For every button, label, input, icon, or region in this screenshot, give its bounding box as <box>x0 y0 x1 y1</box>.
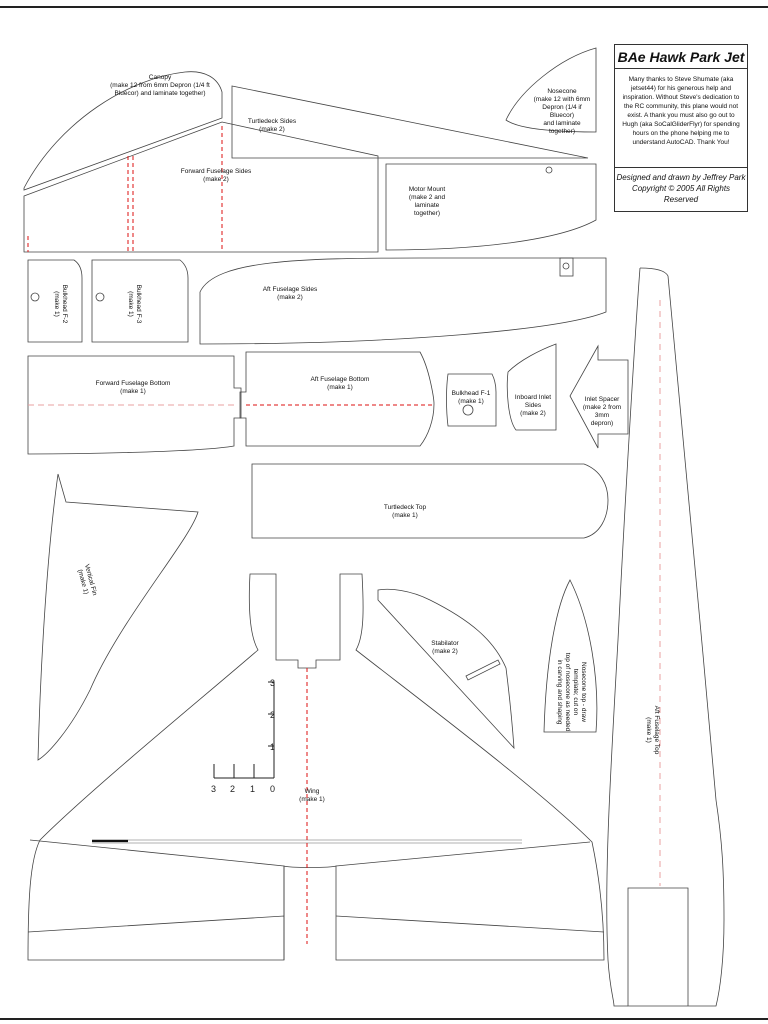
aft-fuselage-top-label: Aft Fuselage Top(make 1) <box>645 705 660 755</box>
bulkhead-f2-label: Bulkhead F-2(make 1) <box>53 284 68 324</box>
scale-label-v1: 1 <box>270 742 276 752</box>
inboard-inlet-sides-outline <box>506 343 557 431</box>
scale-label-h2: 2 <box>230 784 236 794</box>
acknowledgement-text: Many thanks to Steve Shumate (aka jetset… <box>622 76 740 146</box>
bulkhead-f2-outline <box>27 259 83 343</box>
canopy-outline <box>23 71 223 191</box>
bulkhead-f1-outline <box>446 373 497 427</box>
forward-fuselage-sides-outline <box>23 121 379 253</box>
scale-ruler <box>213 681 275 779</box>
aft-fuselage-sides-notch <box>559 257 574 277</box>
canopy-label: Canopy(make 12 from 6mm Depron (1/4 ft B… <box>110 74 210 97</box>
forward-fuselage-sides-label: Forward Fuselage Sides(make 2) <box>180 168 252 183</box>
title-block: BAe Hawk Park Jet Many thanks to Steve S… <box>614 44 748 212</box>
motor-mount-outline <box>385 163 597 251</box>
copyright-notice: Copyright © 2005 All Rights Reserved <box>631 184 731 204</box>
motor-mount-label: Motor Mount(make 2 and laminate together… <box>408 186 446 217</box>
wing-inner-right <box>335 841 591 867</box>
inlet-spacer-outline <box>569 344 629 449</box>
turtledeck-sides-label: Turtledeck Sides(make 2) <box>247 118 297 133</box>
nosecone-label: Nosecone(make 12 with 6mm Depron (1/4 if… <box>533 88 591 135</box>
nosecone-top-outline <box>543 579 598 733</box>
turtledeck-sides-outline <box>231 85 589 159</box>
stabilator-outline <box>377 588 515 750</box>
aft-fuselage-bottom-outline <box>239 351 435 447</box>
bulkhead-f3-outline <box>91 259 189 343</box>
bulkhead-f1-label: Bulkhead F-1(make 1) <box>451 390 491 405</box>
wing-label: Wing(make 1) <box>299 788 325 803</box>
aft-fuselage-sides-label: Aft Fuselage Sides(make 2) <box>262 286 318 301</box>
wing-aileron-left <box>27 915 285 960</box>
wing-inner-left <box>29 839 285 867</box>
scale-label-v3: 3 <box>270 678 276 688</box>
turtledeck-top-outline <box>251 463 609 539</box>
aft-fuselage-top-outline <box>627 267 725 1007</box>
aft-fuselage-top-left-edge <box>606 267 641 1007</box>
bottom-border-rule <box>0 1018 768 1020</box>
aft-fuselage-sides-hole <box>562 262 570 270</box>
scale-label-h3: 3 <box>211 784 217 794</box>
bulkhead-f1-hole <box>462 404 474 416</box>
aft-fuselage-sides-outline <box>199 257 607 345</box>
forward-fuselage-bottom-label: Forward Fuselage Bottom(make 1) <box>95 380 171 395</box>
scale-label-h0: 0 <box>270 784 276 794</box>
bulkhead-f3-hole <box>95 292 105 302</box>
credit-block: Designed and drawn by Jeffrey Park Copyr… <box>615 167 747 205</box>
vertical-fin-outline <box>37 473 199 761</box>
designer-credit: Designed and drawn by Jeffrey Park <box>616 173 746 182</box>
bulkhead-f2-hole <box>30 292 40 302</box>
turtledeck-top-label: Turtledeck Top(make 1) <box>383 504 427 519</box>
scale-label-h1: 1 <box>250 784 256 794</box>
inboard-inlet-sides-label: Inboard Inlet Sides(make 2) <box>514 394 552 417</box>
top-border-rule <box>0 6 768 8</box>
stabilator-spar-slot <box>465 659 501 681</box>
plan-title: BAe Hawk Park Jet <box>615 45 747 69</box>
scale-label-v2: 2 <box>270 710 276 720</box>
wing-outline <box>27 573 605 961</box>
wing-aileron-right <box>335 915 605 933</box>
nosecone-outline <box>505 47 597 133</box>
motor-mount-hole <box>545 166 553 174</box>
bulkhead-f3-label: Bulkhead F-3(make 1) <box>127 284 142 324</box>
aft-fuselage-bottom-label: Aft Fuselage Bottom(make 1) <box>310 376 370 391</box>
inlet-spacer-label: Inlet Spacer(make 2 from 3mm depron) <box>582 396 622 427</box>
stabilator-label: Stabilator(make 2) <box>431 640 459 655</box>
